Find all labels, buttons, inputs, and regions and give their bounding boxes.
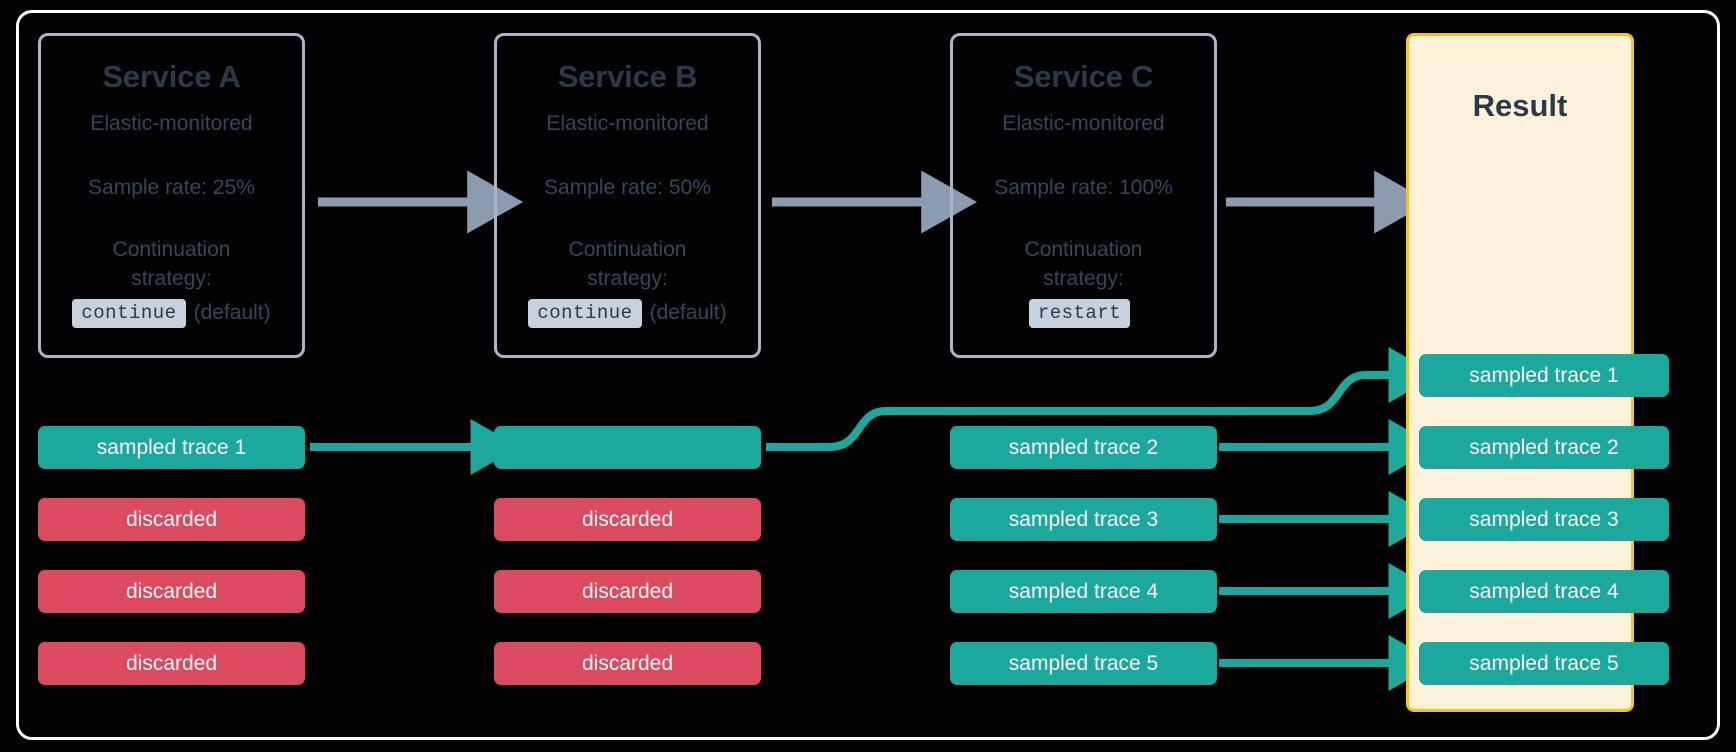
service-b-title: Service B — [557, 59, 698, 94]
service-box-b: Service B Elastic-monitored Sample rate:… — [494, 33, 761, 358]
trace-pill: sampled trace 3 — [950, 498, 1217, 541]
service-a-strategy-note: (default) — [193, 301, 271, 325]
service-b-strategy-value: continue — [528, 298, 642, 328]
trace-pill-label: discarded — [581, 508, 674, 531]
trace-pill: sampled trace 1 — [38, 426, 305, 469]
service-c-title: Service C — [1013, 59, 1154, 94]
service-c-strategy-label: Continuation strategy: — [1024, 237, 1143, 290]
trace-pill: sampled trace 4 — [950, 570, 1217, 613]
service-a-title: Service A — [102, 59, 241, 94]
service-b-strategy-note: (default) — [649, 301, 727, 325]
trace-pill: sampled trace 5 — [1419, 642, 1669, 685]
trace-pill: sampled trace 2 — [1419, 426, 1669, 469]
trace-pill: discarded — [494, 498, 761, 541]
service-box-c: Service C Elastic-monitored Sample rate:… — [950, 33, 1217, 358]
trace-pill-label: discarded — [125, 652, 218, 675]
service-a-strategy-row: continue (default) — [72, 298, 271, 328]
trace-pill: sampled trace 2 — [950, 426, 1217, 469]
service-c-subtitle: Elastic-monitored — [1002, 112, 1165, 136]
service-b-sample-rate: Sample rate: 50% — [544, 176, 711, 200]
service-box-a: Service A Elastic-monitored Sample rate:… — [38, 33, 305, 358]
trace-pill: sampled trace 4 — [1419, 570, 1669, 613]
trace-pill: discarded — [38, 570, 305, 613]
trace-pill-label: discarded — [581, 580, 674, 603]
trace-pill-label: sampled trace 4 — [1469, 580, 1619, 603]
trace-pill-label: sampled trace 4 — [1008, 580, 1159, 603]
trace-pill: discarded — [38, 642, 305, 685]
service-c-strategy-value: restart — [1028, 298, 1131, 328]
service-a-subtitle: Elastic-monitored — [90, 112, 253, 136]
service-a-strategy-label: Continuation strategy: — [112, 237, 231, 290]
trace-pill-label: discarded — [125, 508, 218, 531]
service-a-sample-rate: Sample rate: 25% — [88, 176, 255, 200]
trace-pill-label: sampled trace 3 — [1469, 508, 1619, 531]
trace-pill-label: sampled trace 5 — [1469, 652, 1619, 675]
trace-pill: discarded — [38, 498, 305, 541]
trace-pill-label: sampled trace 5 — [1008, 652, 1159, 675]
result-title: Result — [1472, 88, 1568, 123]
trace-pill: sampled trace 3 — [1419, 498, 1669, 541]
trace-pill-label: sampled trace 1 — [96, 436, 247, 459]
trace-pill-label: sampled trace 3 — [1008, 508, 1159, 531]
trace-pill: sampled trace 5 — [950, 642, 1217, 685]
service-a-strategy-value: continue — [72, 298, 186, 328]
trace-pill-label: discarded — [125, 580, 218, 603]
trace-pill-label: sampled trace 2 — [1469, 436, 1619, 459]
trace-pill — [494, 426, 761, 469]
service-b-subtitle: Elastic-monitored — [546, 112, 709, 136]
trace-pill: discarded — [494, 570, 761, 613]
trace-pill: discarded — [494, 642, 761, 685]
trace-pill: sampled trace 1 — [1419, 354, 1669, 397]
diagram-outer-frame — [16, 10, 1720, 740]
service-c-sample-rate: Sample rate: 100% — [994, 176, 1173, 200]
trace-pill-label: discarded — [581, 652, 674, 675]
service-c-strategy-row: restart — [1028, 298, 1138, 328]
service-b-strategy-row: continue (default) — [528, 298, 727, 328]
service-b-strategy-label: Continuation strategy: — [568, 237, 687, 290]
trace-pill-label: sampled trace 2 — [1008, 436, 1159, 459]
trace-pill-label: sampled trace 1 — [1469, 364, 1619, 387]
